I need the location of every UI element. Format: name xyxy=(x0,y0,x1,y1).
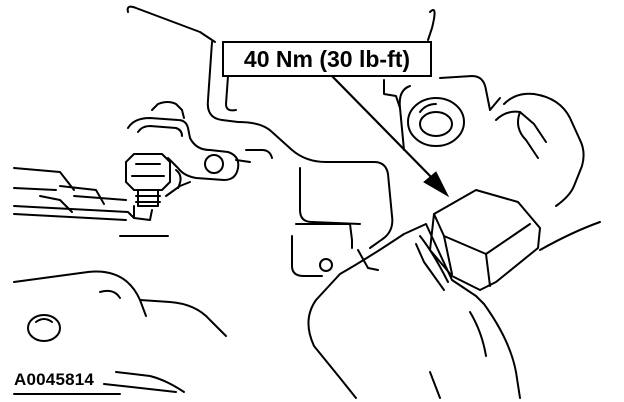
callout-leader xyxy=(329,73,450,198)
cooler-hose xyxy=(495,92,585,207)
case-bolt-hole xyxy=(319,258,333,272)
figure-id-label: A0045814 xyxy=(14,370,95,389)
shift-bracket xyxy=(127,101,251,181)
bolt xyxy=(125,153,182,221)
oil-pan xyxy=(13,270,227,393)
torque-callout-box: 40 Nm (30 lb-ft) xyxy=(222,41,432,77)
hose-fitting-nut xyxy=(429,189,541,291)
hose-body xyxy=(307,221,601,399)
torque-spec-label: 40 Nm (30 lb-ft) xyxy=(243,46,411,72)
case-boss xyxy=(407,97,465,147)
linkage-rails xyxy=(13,167,191,237)
transmission-case xyxy=(126,5,501,277)
